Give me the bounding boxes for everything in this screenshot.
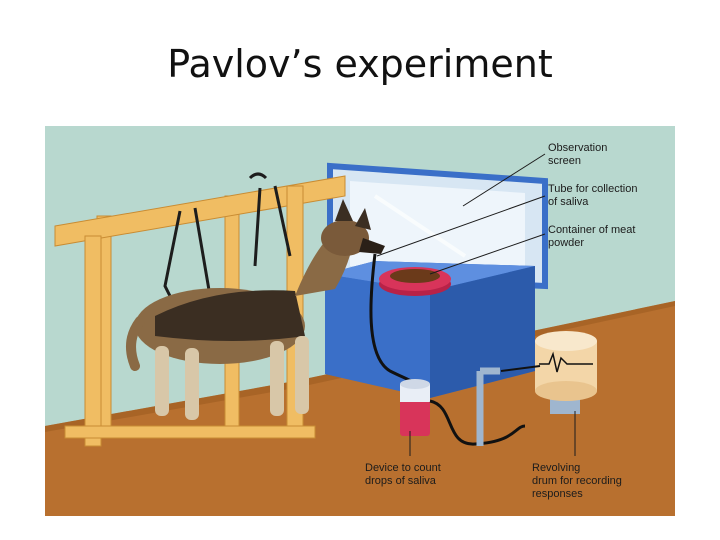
label-drum: Revolving drum for recording responses: [532, 462, 625, 500]
device-wire: [429, 399, 526, 446]
frame-base: [64, 425, 316, 439]
revolving-drum: [535, 331, 597, 414]
lever: [476, 367, 500, 446]
label-tube: Tube for collection of saliva: [548, 183, 641, 208]
screen-glass: [350, 181, 525, 276]
harness-straps: [163, 185, 292, 327]
label-observation-screen: Observation screen: [548, 142, 610, 167]
slide-title: Pavlov’s experiment: [167, 42, 553, 86]
dog: [126, 199, 385, 420]
pavlov-diagram: Observation screen Tube for collection o…: [45, 126, 675, 516]
label-device: Device to count drops of saliva: [365, 462, 444, 487]
drum-trace: [539, 351, 593, 373]
floor-edge: [45, 301, 675, 432]
frame-post-front-left: [84, 235, 102, 447]
diagram-illustration: Observation screen Tube for collection o…: [45, 126, 675, 516]
frame-beam: [54, 175, 346, 247]
label-container: Container of meat powder: [548, 224, 639, 249]
meat-powder: [390, 269, 440, 283]
